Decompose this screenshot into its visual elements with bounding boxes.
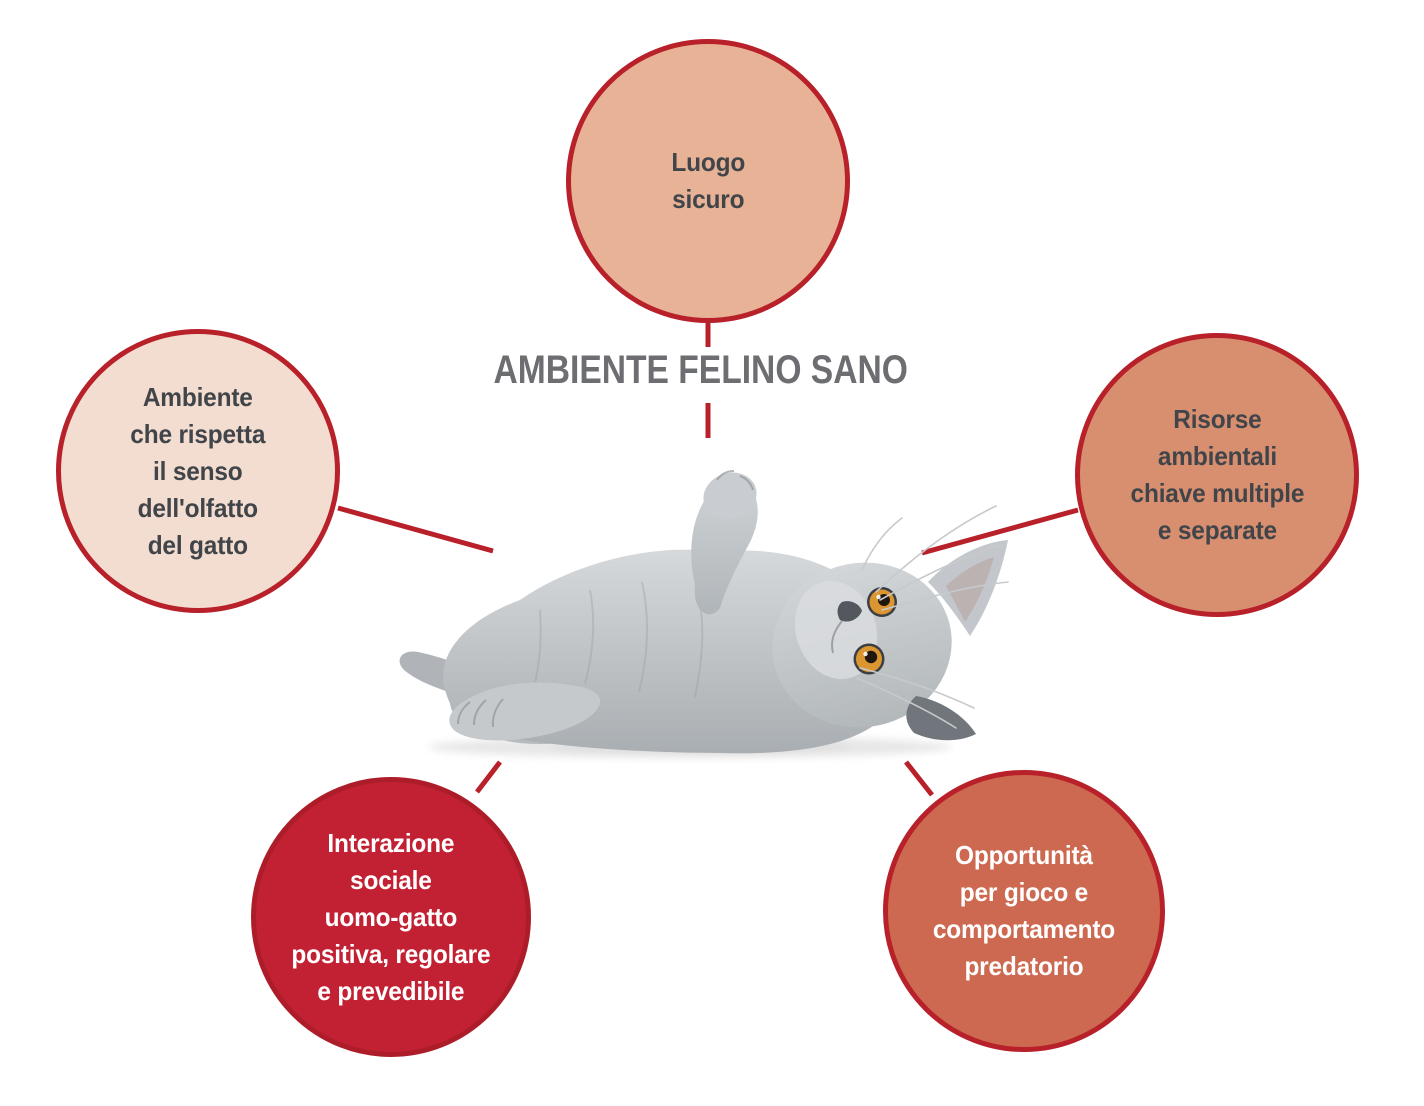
- cat-body: [443, 549, 902, 754]
- connector-right: [921, 507, 1079, 556]
- bubble-label: Ambiente che rispetta il senso dell'olfa…: [131, 379, 266, 564]
- bubble-label-line: del gatto: [147, 529, 249, 560]
- bubble-label-line: uomo-gatto: [324, 901, 458, 932]
- cat-fur-texture: [531, 581, 704, 698]
- bubble-label-line: che rispetta: [130, 418, 266, 449]
- cat-shadow-core: [550, 740, 850, 752]
- bubble-ambiente-olfatto: Ambiente che rispetta il senso dell'olfa…: [56, 329, 340, 613]
- bubble-label-line: e prevedibile: [317, 975, 465, 1006]
- cat-mouth: [831, 620, 843, 654]
- bubble-label-line: dell'olfatto: [137, 492, 259, 523]
- bubble-label-line: il senso: [153, 455, 243, 486]
- bubble-opportunita-gioco: Opportunità per gioco e comportamento pr…: [883, 770, 1165, 1052]
- bubble-label: Luogo sicuro: [671, 144, 745, 218]
- bubble-interazione-sociale: Interazione sociale uomo-gatto positiva,…: [251, 777, 531, 1057]
- bubble-luogo-sicuro: Luogo sicuro: [566, 39, 850, 323]
- cat-paw-toes: [457, 698, 504, 728]
- cat-ear-upper-inner: [946, 557, 994, 622]
- bubble-label-line: sicuro: [671, 184, 745, 214]
- bubble-label-line: ambientali: [1157, 441, 1277, 471]
- bubble-label-line: Ambiente: [143, 381, 253, 412]
- bubble-label-line: per gioco e: [959, 877, 1089, 907]
- bubble-label-line: e separate: [1157, 515, 1277, 545]
- connector-bottom-right: [904, 760, 934, 797]
- bubble-label-line: chiave multiple: [1130, 478, 1304, 508]
- cat-eye-upper: [867, 587, 897, 617]
- page-title-text: AMBIENTE FELINO SANO: [493, 348, 909, 392]
- cat-head: [772, 505, 1009, 741]
- bubble-label: Interazione sociale uomo-gatto positiva,…: [291, 825, 490, 1010]
- bubble-label-line: predatorio: [964, 951, 1084, 981]
- bubble-label: Opportunità per gioco e comportamento pr…: [933, 837, 1115, 985]
- bubble-label: Risorse ambientali chiave multiple e sep…: [1130, 401, 1304, 549]
- cat-shadow: [428, 736, 952, 758]
- cat-ear-upper: [928, 540, 1008, 636]
- cat-tail: [399, 651, 537, 706]
- cat-raised-paw: [703, 472, 757, 520]
- cat-front-paw: [449, 682, 601, 741]
- page-title: AMBIENTE FELINO SANO: [389, 350, 1013, 390]
- bubble-label-line: Opportunità: [955, 840, 1093, 870]
- connector-bottom-left: [475, 760, 502, 794]
- cat-photo: [399, 470, 1009, 758]
- bubble-label-line: comportamento: [932, 914, 1116, 944]
- bubble-label-line: Luogo: [671, 147, 745, 177]
- connector-left: [337, 505, 494, 554]
- bubble-label-line: Interazione: [327, 827, 455, 858]
- cat-nose: [837, 601, 862, 622]
- cat-ear-lower: [906, 696, 976, 741]
- bubble-label-line: positiva, regolare: [291, 938, 491, 969]
- cat-raised-paw-toes: [716, 470, 754, 491]
- bubble-label-line: sociale: [350, 864, 432, 895]
- bubble-label-line: Risorse: [1172, 404, 1262, 434]
- cat-raised-leg: [691, 479, 758, 615]
- cat-haunch: [450, 660, 630, 744]
- cat-muzzle: [794, 580, 878, 680]
- bubble-risorse-ambientali: Risorse ambientali chiave multiple e sep…: [1075, 333, 1359, 617]
- cat-whiskers: [856, 505, 1009, 729]
- cat-eye-lower: [853, 643, 885, 675]
